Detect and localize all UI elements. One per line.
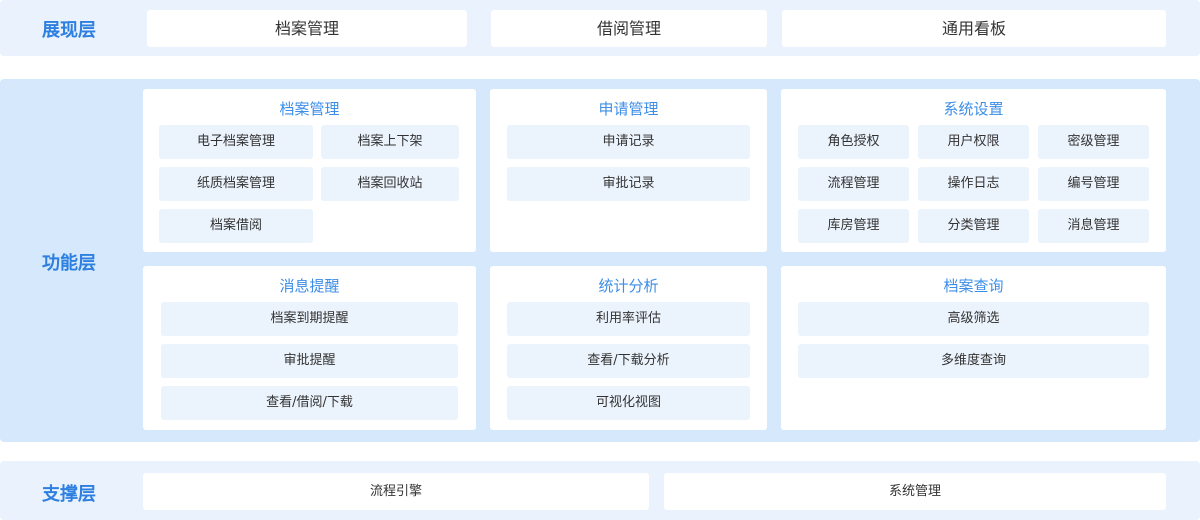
module-cell: 可视化视图 <box>507 386 750 420</box>
module-cell: 编号管理 <box>1038 167 1149 201</box>
module-cell: 申请记录 <box>507 125 750 159</box>
presentation-item-archive-management: 档案管理 <box>147 10 467 47</box>
module-cell: 角色授权 <box>798 125 909 159</box>
module-cell: 库房管理 <box>798 209 909 243</box>
module-cell: 档案上下架 <box>321 125 459 159</box>
module-cell: 多维度查询 <box>798 344 1149 378</box>
module-cell: 电子档案管理 <box>159 125 313 159</box>
panel-title: 统计分析 <box>598 277 659 295</box>
module-cell: 流程管理 <box>798 167 909 201</box>
panel-message-reminders: 消息提醒 档案到期提醒 审批提醒 查看/借阅/下载 <box>143 266 476 430</box>
presentation-layer: 展现层 档案管理 借阅管理 通用看板 <box>0 0 1200 56</box>
function-layer: 功能层 档案管理 电子档案管理 档案上下架 纸质档案管理 档案回收站 档案借阅 … <box>0 79 1200 442</box>
module-cell: 查看/借阅/下载 <box>161 386 458 420</box>
panel-title: 申请管理 <box>598 100 659 118</box>
panel-archive-management: 档案管理 电子档案管理 档案上下架 纸质档案管理 档案回收站 档案借阅 <box>143 89 476 252</box>
panel-title: 档案管理 <box>279 100 340 118</box>
support-layer: 支撑层 流程引擎 系统管理 <box>0 461 1200 520</box>
panel-application-management: 申请管理 申请记录 审批记录 <box>490 89 767 252</box>
panel-statistical-analysis: 统计分析 利用率评估 查看/下载分析 可视化视图 <box>490 266 767 430</box>
support-item-system-management: 系统管理 <box>664 473 1166 510</box>
module-cell: 分类管理 <box>918 209 1029 243</box>
support-item-workflow-engine: 流程引擎 <box>143 473 649 510</box>
module-cell: 密级管理 <box>1038 125 1149 159</box>
panel-system-settings: 系统设置 角色授权 用户权限 密级管理 流程管理 操作日志 编号管理 库房管理 … <box>781 89 1166 252</box>
panel-title: 系统设置 <box>943 100 1004 118</box>
module-cell: 档案借阅 <box>159 209 313 243</box>
module-cell: 查看/下载分析 <box>507 344 750 378</box>
presentation-item-borrow-management: 借阅管理 <box>491 10 767 47</box>
support-layer-label: 支撑层 <box>42 484 96 505</box>
function-layer-label: 功能层 <box>42 253 96 274</box>
module-cell: 操作日志 <box>918 167 1029 201</box>
module-cell: 审批提醒 <box>161 344 458 378</box>
module-cell: 纸质档案管理 <box>159 167 313 201</box>
module-cell: 高级筛选 <box>798 302 1149 336</box>
module-cell: 利用率评估 <box>507 302 750 336</box>
module-cell: 消息管理 <box>1038 209 1149 243</box>
panel-title: 消息提醒 <box>279 277 340 295</box>
panel-title: 档案查询 <box>943 277 1004 295</box>
presentation-item-dashboard: 通用看板 <box>782 10 1166 47</box>
presentation-layer-label: 展现层 <box>42 20 96 41</box>
module-cell: 档案到期提醒 <box>161 302 458 336</box>
panel-archive-query: 档案查询 高级筛选 多维度查询 <box>781 266 1166 430</box>
module-cell: 用户权限 <box>918 125 1029 159</box>
module-cell: 档案回收站 <box>321 167 459 201</box>
module-cell: 审批记录 <box>507 167 750 201</box>
